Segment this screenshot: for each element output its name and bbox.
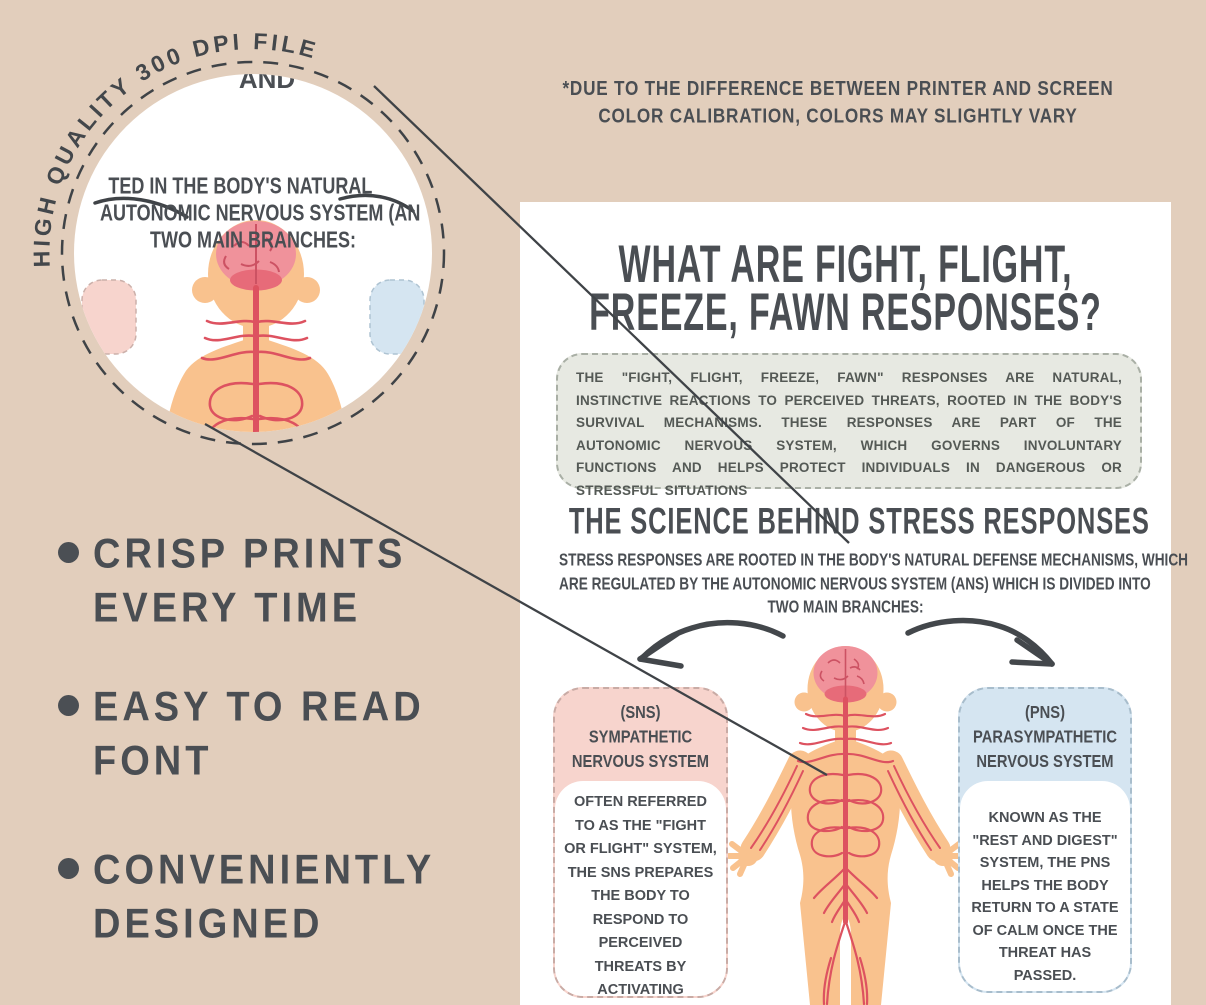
lens-text-line: TED IN THE BODY'S NATURAL — [108, 174, 373, 200]
feature-bullet: CRISP PRINTS EVERY TIME — [58, 528, 447, 631]
intro-callout-box: THE "FIGHT, FLIGHT, FREEZE, FAWN" RESPON… — [556, 353, 1142, 498]
feature-bullet: EASY TO READ FONT — [58, 681, 447, 784]
sns-name: SYMPATHETIC NERVOUS SYSTEM — [571, 727, 710, 772]
zoomed-body-illustration — [165, 220, 347, 432]
page-title-line1: WHAT ARE FIGHT, FLIGHT, — [618, 236, 1073, 295]
pns-description: KNOWN AS THE "REST AND DIGEST" SYSTEM, T… — [971, 810, 1119, 984]
curved-arrow-left-icon — [637, 619, 786, 669]
leader-line-lower — [204, 422, 828, 777]
lens-text-line: AUTONOMIC NERVOUS SYSTEM (AN — [100, 201, 421, 227]
sns-description: OFTEN REFERRED TO AS THE "FIGHT OR FLIGH… — [564, 794, 717, 998]
body-nervous-system-illustration — [726, 646, 965, 1005]
feature-bullet-label: CRISP PRINTS EVERY TIME — [93, 531, 407, 632]
sns-card-heading: (SNS) SYMPATHETIC NERVOUS SYSTEM — [562, 701, 719, 775]
lens-text-line: TWO MAIN BRANCHES: — [150, 228, 356, 254]
pns-abbr: (PNS) — [1024, 703, 1066, 723]
zoomed-arrow-tails — [93, 193, 415, 219]
bullet-dot-icon — [58, 695, 79, 716]
pns-card-heading: (PNS) PARASYMPATHETIC NERVOUS SYSTEM — [967, 701, 1123, 775]
lens-clipped-text-fragment: AND — [238, 74, 296, 94]
pns-corner-fragment — [369, 279, 425, 355]
bullet-dot-icon — [58, 542, 79, 563]
nerve-lines — [750, 696, 941, 1005]
feature-bullet-label: EASY TO READ FONT — [93, 684, 425, 785]
section-subtext-line: STRESS RESPONSES ARE ROOTED IN THE BODY'… — [559, 551, 1189, 571]
feature-bullet-label: CONVENIENTLY DESIGNED — [93, 847, 435, 948]
pns-card: (PNS) PARASYMPATHETIC NERVOUS SYSTEM KNO… — [958, 687, 1132, 993]
sns-card: (SNS) SYMPATHETIC NERVOUS SYSTEM OFTEN R… — [553, 687, 728, 998]
bullet-dot-icon — [58, 858, 79, 879]
curved-arrow-right-icon — [905, 617, 1055, 667]
sns-card-body-panel — [555, 781, 726, 996]
page-title-line2: FREEZE, FAWN RESPONSES? — [589, 284, 1102, 343]
section-subtext-line: ARE REGULATED BY THE AUTONOMIC NERVOUS S… — [559, 575, 1151, 595]
lens-illustration — [81, 193, 425, 432]
section-heading: THE SCIENCE BEHIND STRESS RESPONSES — [568, 501, 1150, 543]
color-disclaimer: *DUE TO THE DIFFERENCE BETWEEN PRINTER A… — [562, 76, 1114, 128]
dashed-circle-icon — [60, 60, 446, 446]
section-subtext-line: TWO MAIN BRANCHES: — [767, 598, 924, 618]
leader-line-upper — [373, 85, 850, 544]
feature-bullet: CONVENIENTLY DESIGNED — [58, 844, 447, 947]
magnifier-lens: AND TED IN THE BODY'S NATURAL AUTONOMIC … — [74, 74, 432, 432]
brain-icon — [813, 646, 878, 703]
pns-name: PARASYMPATHETIC NERVOUS SYSTEM — [973, 727, 1117, 772]
pns-card-body-panel — [960, 781, 1130, 991]
intro-paragraph: THE "FIGHT, FLIGHT, FREEZE, FAWN" RESPON… — [576, 370, 1122, 498]
sns-abbr: (SNS) — [620, 703, 661, 723]
